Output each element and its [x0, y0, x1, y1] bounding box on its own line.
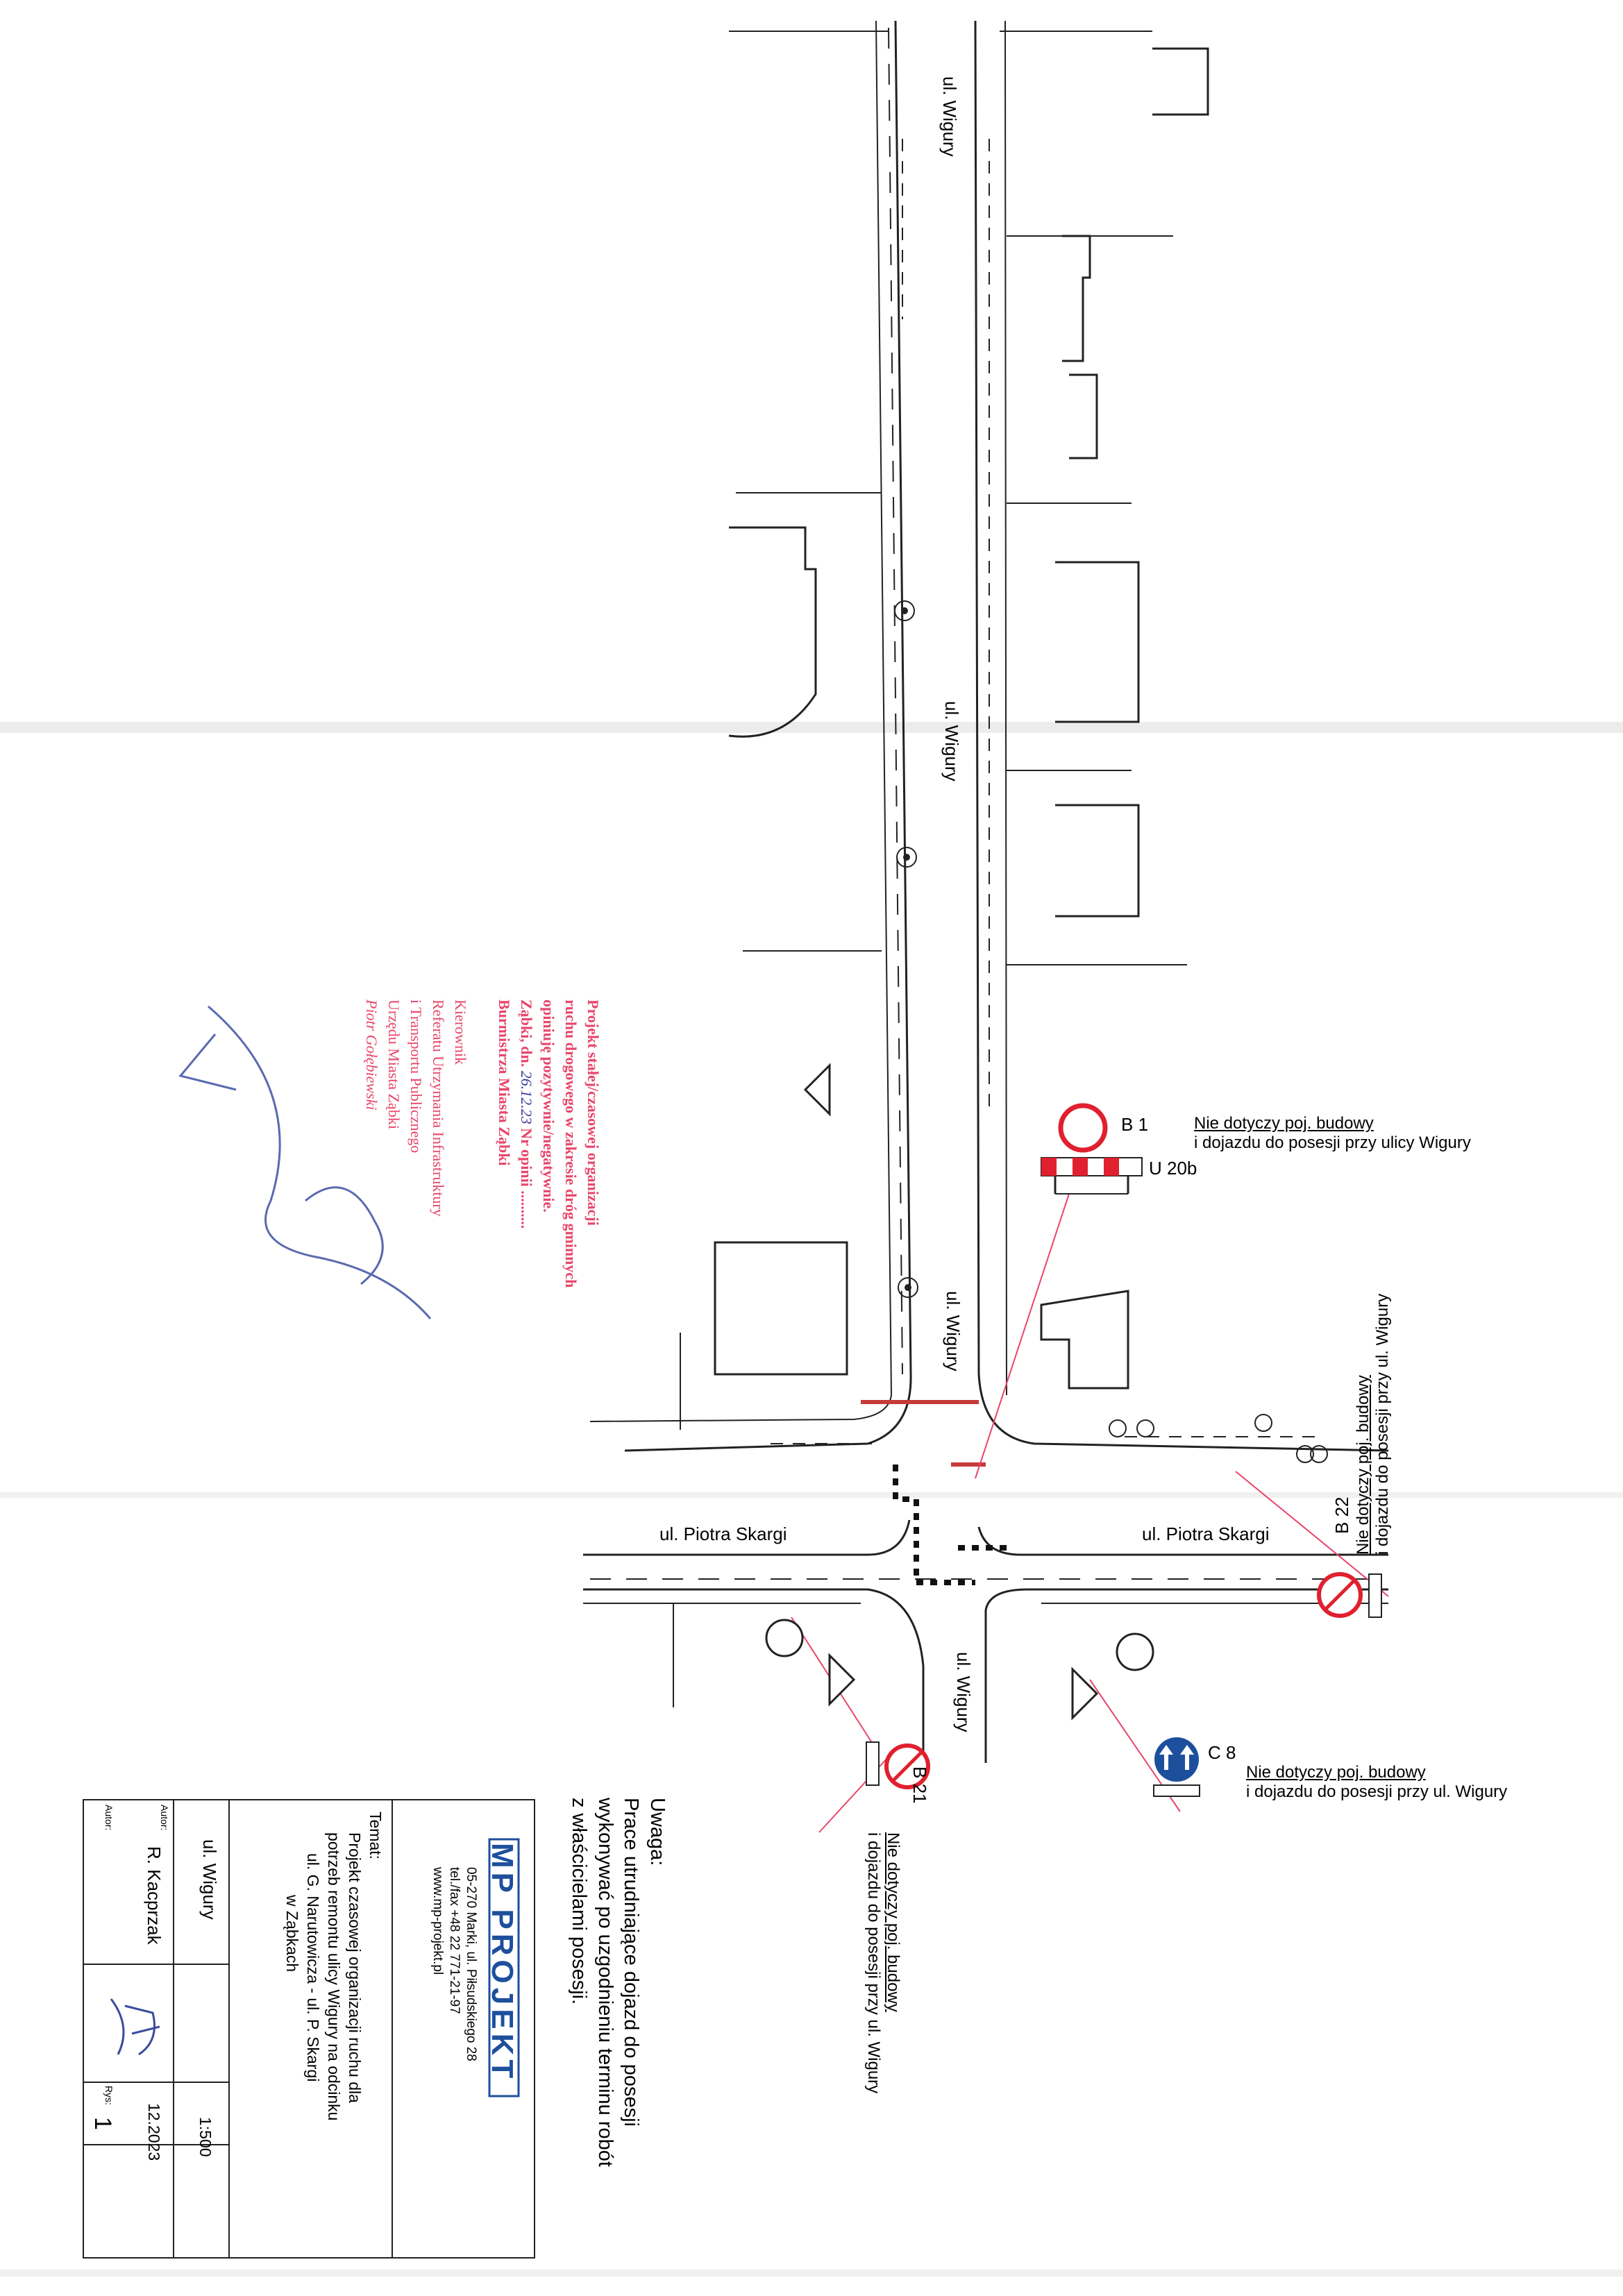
building-west-2 — [714, 1241, 848, 1376]
building-east-5 — [1055, 804, 1140, 918]
uwaga-line3: z właścicielami posesji. — [567, 1798, 590, 2005]
sign-c8-note: Nie dotyczy poj. budowy i dojazdu do pos… — [1246, 1763, 1507, 1801]
titleblock-scale: 1:500 — [196, 2117, 215, 2157]
closure-hatching — [861, 1400, 986, 1467]
sign-u20b-icon — [1041, 1157, 1143, 1195]
company-address-block: 05-270 Marki, ul. Piłsudskiego 28 tel./f… — [430, 1867, 479, 2061]
temat-line1: Projekt czasowej organizacji ruchu dla — [346, 1832, 364, 2103]
sign-b1-code: B 1 — [1121, 1114, 1149, 1135]
skargi-north-curb — [583, 1519, 911, 1556]
sign-b21-icon — [866, 1741, 930, 1789]
titleblock-street: ul. Wigury — [199, 1839, 220, 1920]
fold-shadow — [0, 1492, 1623, 1498]
street-label-skargi-east: ul. Piotra Skargi — [1142, 1523, 1270, 1544]
building-east-4 — [1055, 561, 1140, 723]
temat-line3: ul. G. Narutowicza - ul. P. Skargi — [304, 1853, 323, 2082]
street-label-wigury-3: ul. Wigury — [943, 1291, 964, 1371]
sign-c8-code: C 8 — [1208, 1742, 1236, 1763]
street-label-skargi-west: ul. Piotra Skargi — [659, 1523, 787, 1544]
stamp-line5: Burmistrza Miasta Ząbki — [496, 999, 514, 1166]
sign-b22-note: Nie dotyczy poj. budowy i dojazdu do pos… — [1354, 1294, 1392, 1555]
sign-b21-note2: i dojazdu do posesji przy ul. Wigury — [864, 1832, 884, 2094]
stamp-line4-prefix: Ząbki, dn. — [518, 999, 536, 1067]
company-logo: MP PROJEKT — [485, 1843, 519, 2083]
temat-line2: potrzeb remontu ulicy Wigury na odcinku — [325, 1832, 344, 2121]
sign-b1-note1: Nie dotyczy poj. budowy — [1194, 1114, 1374, 1133]
street-label-wigury-2: ul. Wigury — [941, 701, 962, 782]
wigury-west-curb — [624, 20, 912, 1452]
sign-u20b-code: U 20b — [1149, 1158, 1197, 1179]
title-block-frame — [83, 1799, 535, 2259]
wigury-centre-line — [888, 27, 903, 1375]
titleblock-date: 12.2023 — [145, 2103, 163, 2161]
street-label-wigury-4: ul. Wigury — [953, 1652, 974, 1732]
stamp-line4-suffix: Nr opinii .......... — [518, 1128, 536, 1229]
uwaga-title: Uwaga: — [646, 1798, 668, 1866]
building-east-2 — [1062, 235, 1091, 362]
sign-b21-code: B 21 — [909, 1766, 930, 1804]
company-address: 05-270 Marki, ul. Piłsudskiego 28 — [464, 1867, 478, 2061]
stamp-line2: ruchu drogowego w zakresie dróg gminnych — [562, 999, 580, 1288]
sign-b22-note1: Nie dotyczy poj. budowy — [1354, 1375, 1372, 1555]
logo-box — [488, 1838, 520, 2097]
skargi-south-curb — [583, 1588, 925, 1763]
leader-lines — [791, 1193, 1389, 1833]
sign-b21-note: Nie dotyczy poj. budowy i dojazdu do pos… — [864, 1832, 902, 2093]
uwaga-line1: Prace utrudniające dojazd do posesji — [620, 1798, 643, 2127]
stamp-line3: opiniuję pozytywnie/negatywnie. — [540, 999, 558, 1213]
sign-b21-note1: Nie dotyczy poj. budowy — [884, 1832, 902, 2012]
uwaga-line2: wykonywać po uzgodnieniu terminu robót — [594, 1798, 616, 2167]
building-east-3 — [1069, 373, 1098, 459]
skargi-south-curb-east — [984, 1588, 1388, 1763]
sign-b1-icon — [1058, 1103, 1108, 1153]
sign-b22-icon — [1317, 1572, 1382, 1618]
sign-c8-note1: Nie dotyczy poj. budowy — [1246, 1763, 1426, 1782]
street-label-wigury-1: ul. Wigury — [939, 76, 960, 157]
author-signature — [110, 1998, 160, 2056]
titleblock-autor: R. Kacprzak — [144, 1846, 165, 1945]
uwaga-note: Uwaga: Prace utrudniające dojazd do pose… — [565, 1798, 670, 2167]
company-phone: tel./fax +48 22 771-21-97 — [447, 1867, 462, 2014]
building-west-1 — [728, 526, 817, 738]
signature-scribble — [178, 1005, 432, 1319]
sign-b22-note2: i dojazdu do posesji przy ul. Wigury — [1372, 1293, 1392, 1555]
temat-line4: w Ząbkach — [283, 1895, 302, 1973]
east-sidewalk-line — [1004, 20, 1007, 1396]
round-sign-icon — [765, 1619, 1154, 1671]
titleblock-rys: 1 — [90, 2117, 116, 2130]
trees — [894, 600, 1328, 1463]
sign-b22-code: B 22 — [1331, 1496, 1352, 1535]
fold-shadow — [0, 2270, 1623, 2277]
temat-block: Temat: Projekt czasowej organizacji ruch… — [282, 1812, 385, 2120]
sign-b1-note2: i dojazdu do posesji przy ulicy Wigury — [1194, 1133, 1471, 1152]
warning-sign-icon — [803, 1063, 1099, 1721]
sign-c8-note2: i dojazdu do posesji przy ul. Wigury — [1246, 1782, 1508, 1801]
fold-shadow — [0, 722, 1623, 733]
stamp-line1: Projekt stałej/czasowej organizacji — [585, 999, 602, 1226]
stamp-date: 26.12.23 — [518, 1070, 536, 1124]
temat-label: Temat: — [367, 1812, 385, 1860]
skargi-north-curb-east — [977, 1526, 1388, 1556]
titleblock-rys-label: Rys: — [103, 2086, 115, 2105]
titleblock-autor-label-2: Autor: — [103, 1805, 115, 1831]
building-east-1 — [1152, 47, 1209, 116]
titleblock-autor-label-1: Autor: — [159, 1805, 170, 1831]
company-web: www.mp-projekt.pl — [430, 1867, 446, 1975]
sign-b1-note: Nie dotyczy poj. budowy i dojazdu do pos… — [1194, 1114, 1471, 1152]
building-east-6 — [1040, 1290, 1129, 1390]
work-zone-barrier — [893, 1464, 1014, 1585]
sign-c8-icon — [1153, 1737, 1200, 1797]
west-sidewalk-line — [589, 20, 893, 1422]
wigury-east-curb — [974, 20, 1389, 1452]
